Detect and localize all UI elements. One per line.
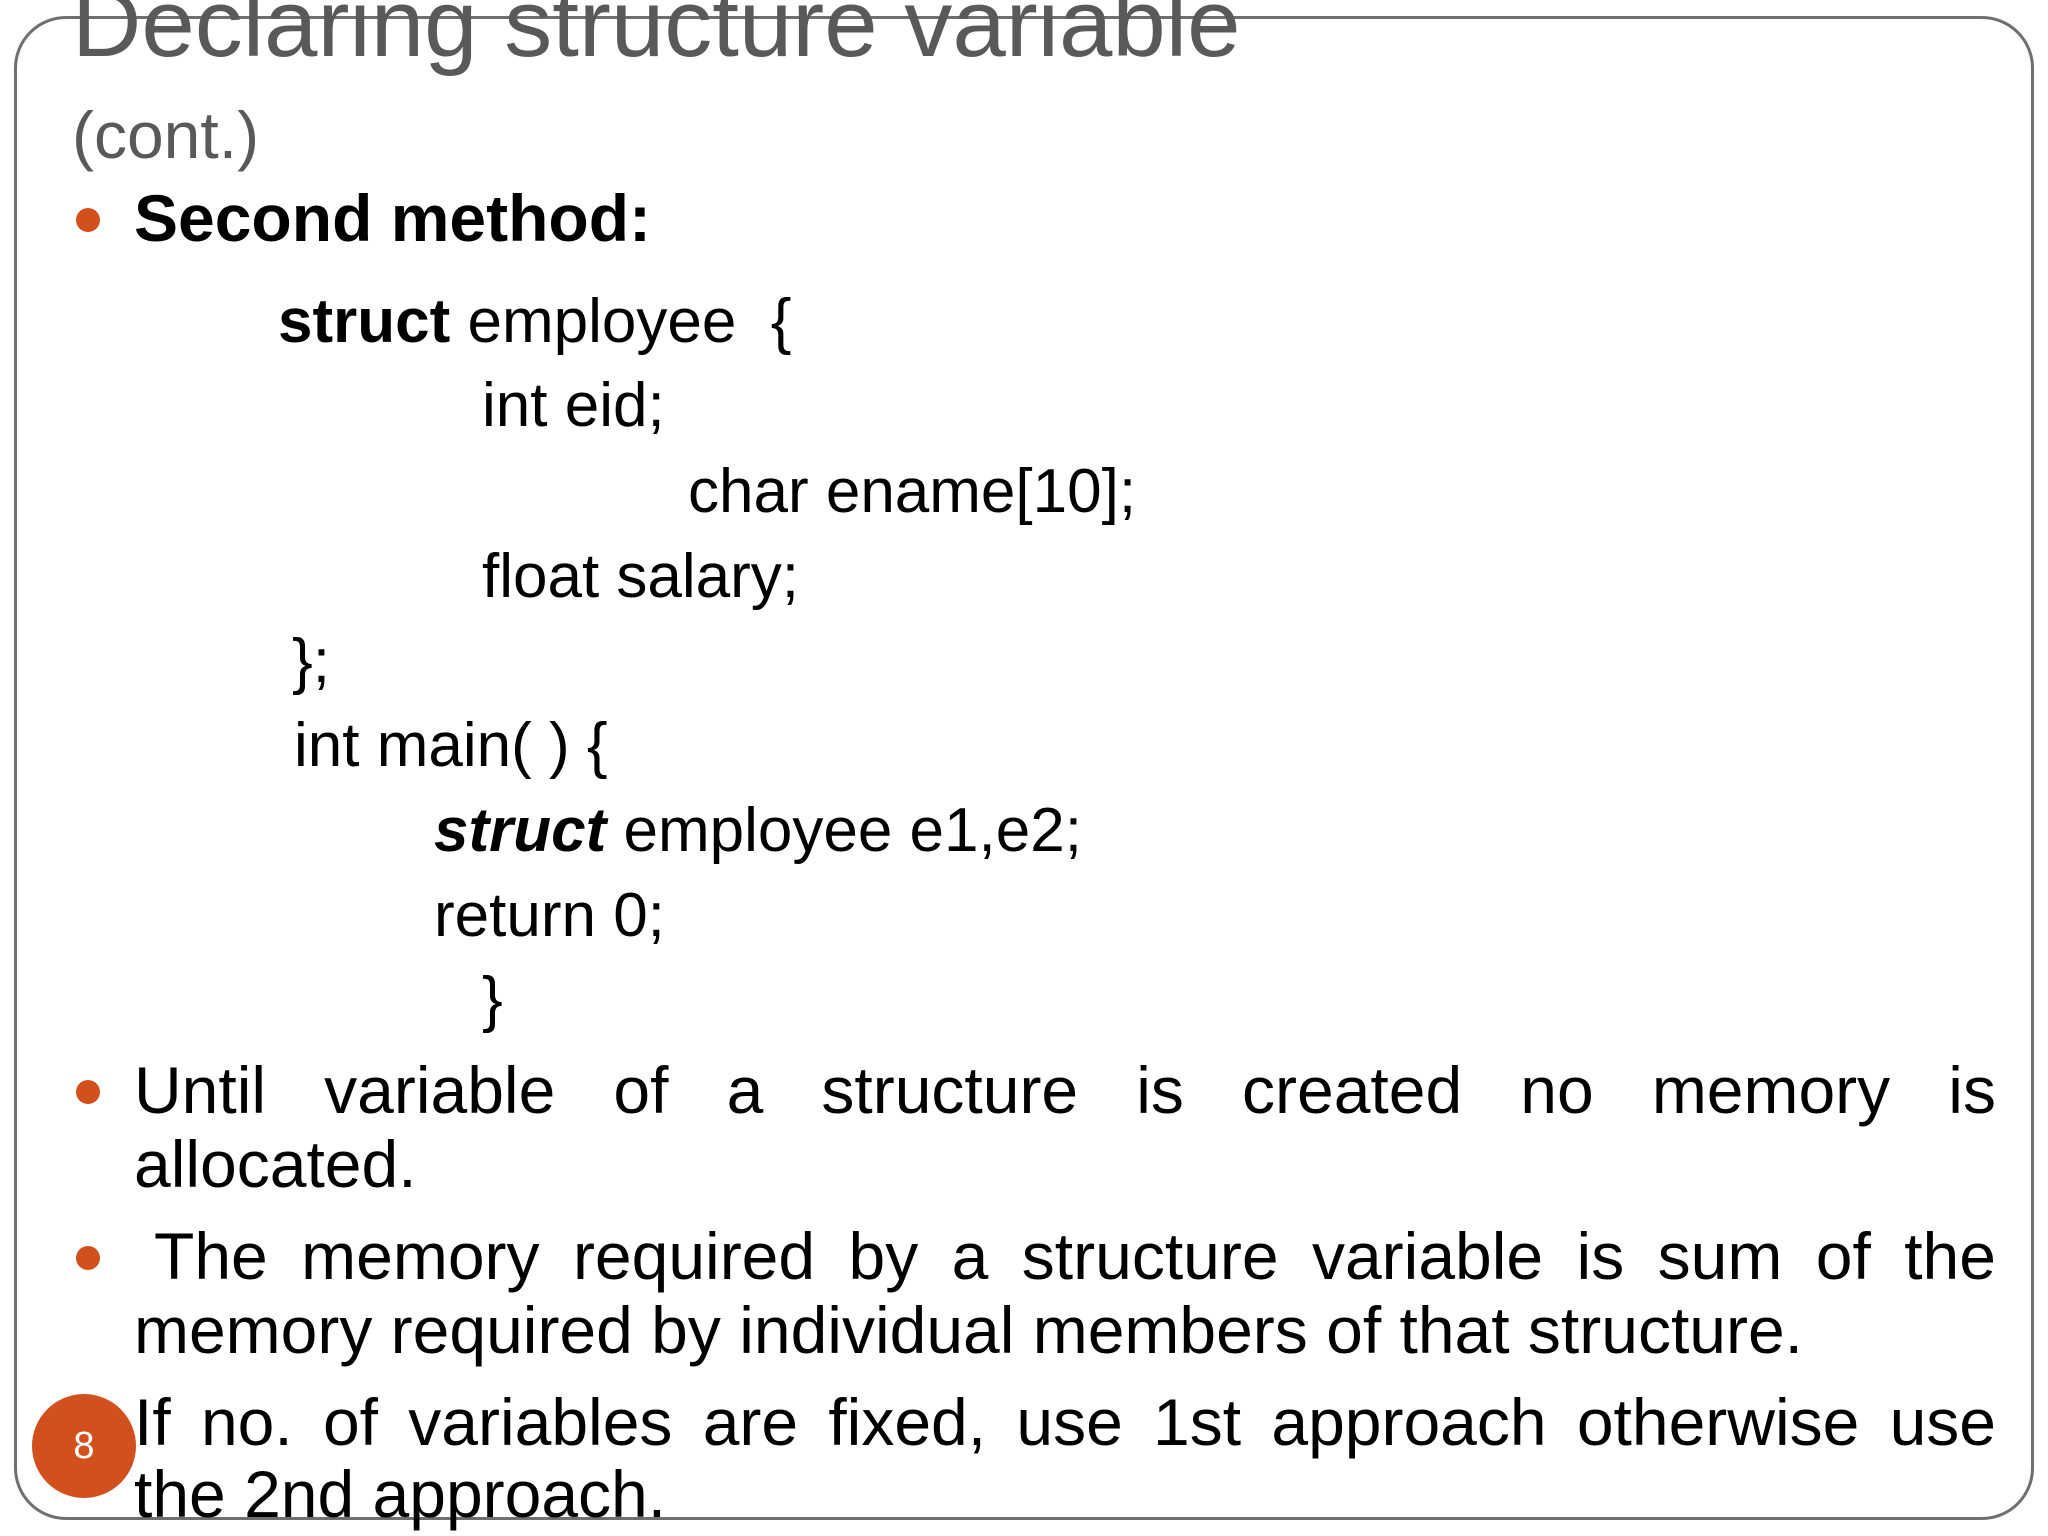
bullet-3-line-2: the 2nd approach.: [134, 1457, 667, 1531]
word: use: [1889, 1385, 1996, 1459]
word: Until: [134, 1053, 267, 1127]
bullet-3-line-1: If no. of variables are fixed, use 1st a…: [134, 1386, 1996, 1459]
word: use: [1016, 1385, 1123, 1459]
bullet-1-line-1: Until variable of a structure is created…: [134, 1054, 1996, 1127]
slide-subtitle: (cont.): [72, 98, 260, 172]
page-number-badge: 8: [32, 1394, 136, 1498]
code-text: employee e1,e2;: [606, 796, 1082, 865]
word: a: [951, 1219, 989, 1293]
bullet-2-line-1: The memory required by a structure varia…: [134, 1220, 1996, 1293]
section-heading: Second method:: [134, 181, 652, 255]
code-keyword: struct: [278, 287, 451, 356]
word: structure: [1021, 1219, 1279, 1293]
word: of: [322, 1385, 379, 1459]
code-line-8: return 0;: [434, 881, 665, 950]
code-line-5: };: [292, 627, 330, 696]
code-line-4: float salary;: [482, 542, 800, 611]
bullet-dot-icon: [76, 1246, 100, 1270]
slide-title: Declaring structure variable: [72, 0, 1241, 77]
word: If: [134, 1385, 171, 1459]
code-text: employee {: [450, 287, 792, 356]
word: of: [1815, 1219, 1871, 1293]
code-line-7: struct employee e1,e2;: [434, 796, 1082, 865]
word: sum: [1657, 1219, 1783, 1293]
word: fixed,: [828, 1385, 987, 1459]
word: 1st: [1153, 1385, 1242, 1459]
word: variables: [408, 1385, 673, 1459]
bullet-1-line-2: allocated.: [134, 1127, 417, 1201]
word: created: [1242, 1053, 1463, 1127]
word: otherwise: [1576, 1385, 1860, 1459]
code-keyword: struct: [434, 796, 607, 865]
word: by: [848, 1219, 919, 1293]
word: is: [1948, 1053, 1996, 1127]
word: is: [1136, 1053, 1184, 1127]
word: no.: [200, 1385, 293, 1459]
bullet-dot-icon: [76, 1080, 100, 1104]
word: The: [154, 1219, 268, 1293]
word: variable: [324, 1053, 556, 1127]
word: are: [702, 1385, 799, 1459]
word: of: [613, 1053, 669, 1127]
word: a: [726, 1053, 764, 1127]
code-line-6: int main( ) {: [294, 711, 608, 780]
bullet-2-line-2: memory required by individual members of…: [134, 1293, 1804, 1367]
word: memory: [1651, 1053, 1891, 1127]
code-line-3: char ename[10];: [688, 457, 1137, 526]
word: structure: [821, 1053, 1079, 1127]
word: variable: [1311, 1219, 1544, 1293]
word: is: [1576, 1219, 1625, 1293]
bullet-dot-icon: [76, 208, 100, 232]
slide-frame: [14, 16, 2034, 1520]
word: approach: [1271, 1385, 1547, 1459]
word: the: [1904, 1219, 1996, 1293]
word: required: [572, 1219, 816, 1293]
word: no: [1520, 1053, 1594, 1127]
word: memory: [301, 1219, 540, 1293]
code-line-9: }: [482, 965, 503, 1034]
code-line-1: struct employee {: [278, 287, 792, 356]
code-line-2: int eid;: [482, 371, 665, 440]
